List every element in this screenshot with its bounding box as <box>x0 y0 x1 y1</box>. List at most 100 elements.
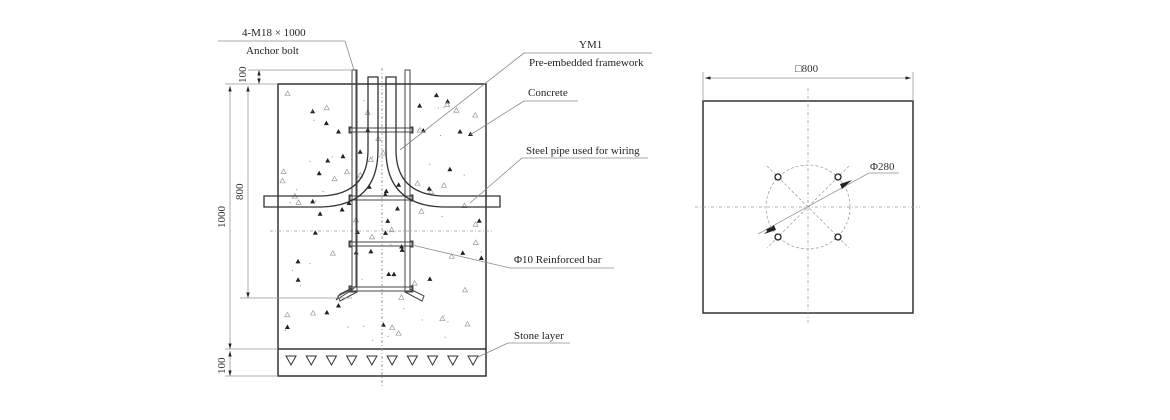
aggregate-mark <box>427 276 433 281</box>
aggregate-mark <box>414 179 421 186</box>
aggregate-mark <box>310 108 316 114</box>
stone-marker <box>467 355 479 367</box>
anchor-bolt-label: Anchor bolt <box>246 45 299 57</box>
aggregate-mark <box>411 279 418 286</box>
aggregate-mark <box>389 324 396 330</box>
aggregate-mark <box>323 104 330 111</box>
aggregate-mark <box>396 182 402 187</box>
aggregate-mark <box>472 221 479 227</box>
aggregate-mark <box>418 208 425 214</box>
aggregate-mark <box>398 294 405 300</box>
aggregate-mark <box>363 100 365 102</box>
aggregate-mark <box>343 168 351 175</box>
bolt-circle <box>765 164 851 250</box>
aggregate-mark <box>440 182 447 188</box>
aggregate-mark <box>371 156 374 158</box>
stone-layer-markers <box>285 355 479 367</box>
aggregate-mark <box>317 211 323 216</box>
dim-anchor-depth: 800 <box>234 183 246 200</box>
aggregate-mark <box>315 200 317 202</box>
stone-marker <box>325 355 338 367</box>
aggregate-mark <box>416 126 423 133</box>
aggregate-mark <box>472 111 479 118</box>
ym1-label: YM1 <box>579 39 602 51</box>
bolt-hole-br <box>834 233 842 241</box>
aggregate-mark <box>394 206 400 211</box>
aggregate-mark <box>299 285 301 287</box>
aggregate-mark <box>448 253 455 259</box>
aggregate-mark <box>382 230 388 235</box>
aggregate-mark <box>460 250 466 255</box>
stone-marker <box>426 355 439 367</box>
aggregate-mark <box>335 303 341 308</box>
aggregate-mark <box>379 155 381 158</box>
aggregate-mark <box>445 98 451 104</box>
aggregate-mark <box>313 119 315 121</box>
aggregate-mark <box>385 218 391 223</box>
bolt-hole-tr <box>834 173 842 181</box>
aggregate-mark <box>395 329 402 336</box>
aggregate-mark <box>368 248 374 254</box>
aggregate-mark <box>309 263 311 265</box>
stone-layer-label: Stone layer <box>514 330 564 342</box>
dim-stone-layer: 100 <box>216 357 228 374</box>
aggregate-mark <box>441 215 443 217</box>
aggregate-mark <box>437 107 440 109</box>
aggregate-mark <box>339 206 345 212</box>
aggregate-mark <box>433 92 439 98</box>
aggregate-mark <box>312 230 318 235</box>
aggregate-mark <box>453 107 460 113</box>
dim-top-protrusion: 100 <box>237 66 249 83</box>
stone-marker <box>446 355 459 367</box>
aggregate-mark <box>331 156 333 158</box>
aggregate-mark <box>382 192 388 197</box>
aggregate-mark <box>369 233 376 240</box>
aggregate-mark <box>357 149 363 154</box>
aggregate-mark <box>323 120 329 126</box>
plan-view: □800 Φ280 <box>695 63 920 325</box>
aggregate-mark <box>309 160 311 162</box>
aggregate-mark <box>472 239 479 245</box>
steel-pipe-left <box>263 76 379 208</box>
aggregate-mark <box>335 129 341 134</box>
aggregate-mark <box>429 163 431 165</box>
aggregate-mark <box>346 200 352 205</box>
rebar-label: Φ10 Reinforced bar <box>514 254 602 266</box>
anchor-bolt-spec-label: 4-M18 × 1000 <box>242 27 306 39</box>
aggregate-mark <box>421 319 423 321</box>
aggregate-mark <box>284 324 290 329</box>
bolt-hole-bl <box>774 233 782 241</box>
aggregate-mark <box>388 226 395 233</box>
aggregate-mark <box>390 244 392 246</box>
aggregate-mark <box>291 269 294 272</box>
aggregate-mark <box>340 153 346 159</box>
framework-label: Pre-embedded framework <box>529 57 644 69</box>
aggregate-mark <box>380 149 387 156</box>
bolt-circle-diameter-dimension <box>757 172 870 235</box>
reinforced-bars <box>348 126 414 293</box>
aggregate-mark <box>322 191 324 193</box>
aggregate-mark <box>457 128 463 134</box>
aggregate-mark <box>480 251 482 253</box>
aggregate-mark <box>325 157 331 163</box>
bolt-hole-tl <box>774 173 782 181</box>
stone-marker <box>285 355 297 367</box>
aggregate-mark <box>324 309 330 315</box>
plan-width-label: □800 <box>795 63 819 75</box>
aggregate-mark <box>426 186 432 191</box>
aggregate-mark <box>383 188 389 194</box>
aggregate-mark <box>467 131 473 137</box>
stone-marker <box>305 355 318 367</box>
aggregate-mark <box>296 188 298 191</box>
aggregate-mark <box>310 198 316 204</box>
aggregate-mark <box>439 315 446 322</box>
aggregate-mark <box>289 202 291 204</box>
aggregate-mark <box>403 308 405 310</box>
stone-marker <box>406 355 419 367</box>
aggregate-mark <box>444 101 451 107</box>
concrete-label: Concrete <box>528 87 568 99</box>
aggregate-mark <box>463 174 465 176</box>
aggregate-mark <box>399 247 405 252</box>
steel-pipe-right <box>385 76 501 208</box>
